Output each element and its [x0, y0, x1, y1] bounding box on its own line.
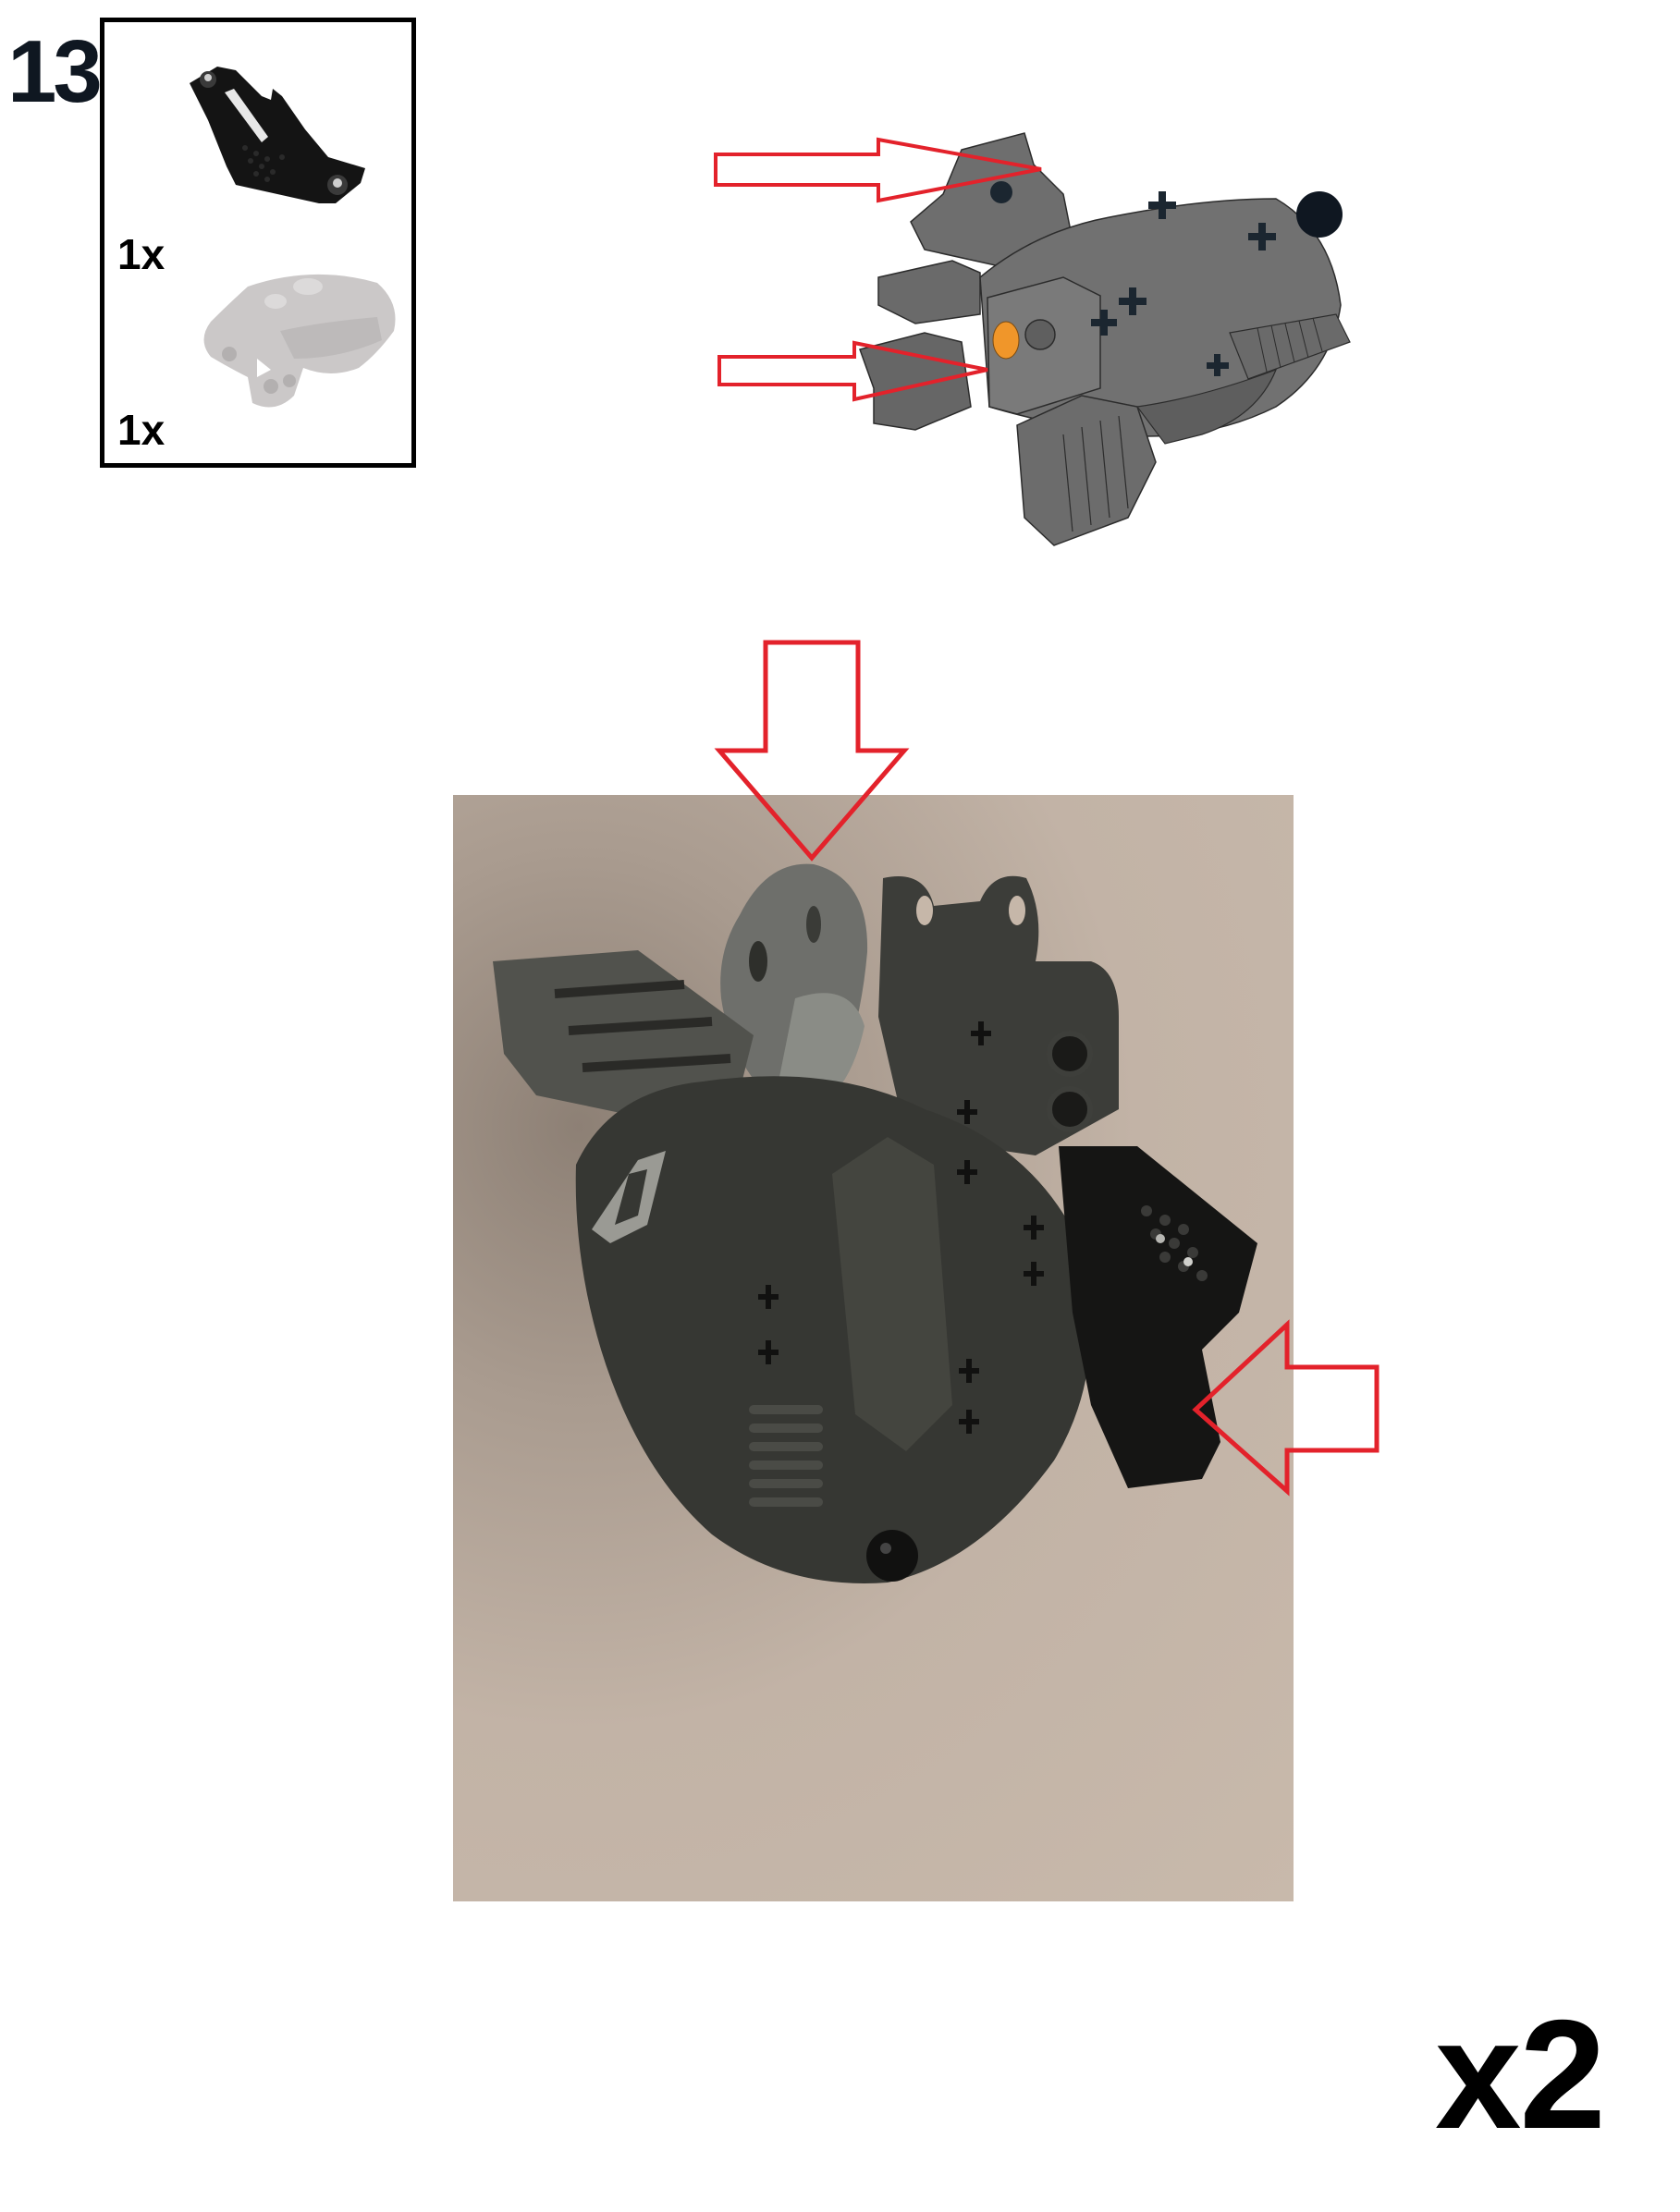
diagram-arrow-top-icon: [714, 137, 1042, 203]
diagram-arrow-bottom-icon: [717, 340, 988, 402]
step-number: 13: [7, 22, 103, 121]
black-armor-part-icon: [190, 67, 365, 203]
light-grey-shell-part-icon: [203, 274, 396, 408]
part-1-quantity: 1x: [117, 230, 166, 278]
repeat-count: x2: [1435, 1987, 1606, 2161]
assembly-diagram: [0, 0, 1680, 573]
part-2-quantity: 1x: [117, 406, 166, 454]
parts-list-box: 1x 1x: [100, 18, 416, 468]
built-model-photo-icon: [493, 863, 1257, 1583]
lego-model-render-icon: [859, 132, 1351, 546]
assembly-photo: [453, 795, 1294, 1901]
